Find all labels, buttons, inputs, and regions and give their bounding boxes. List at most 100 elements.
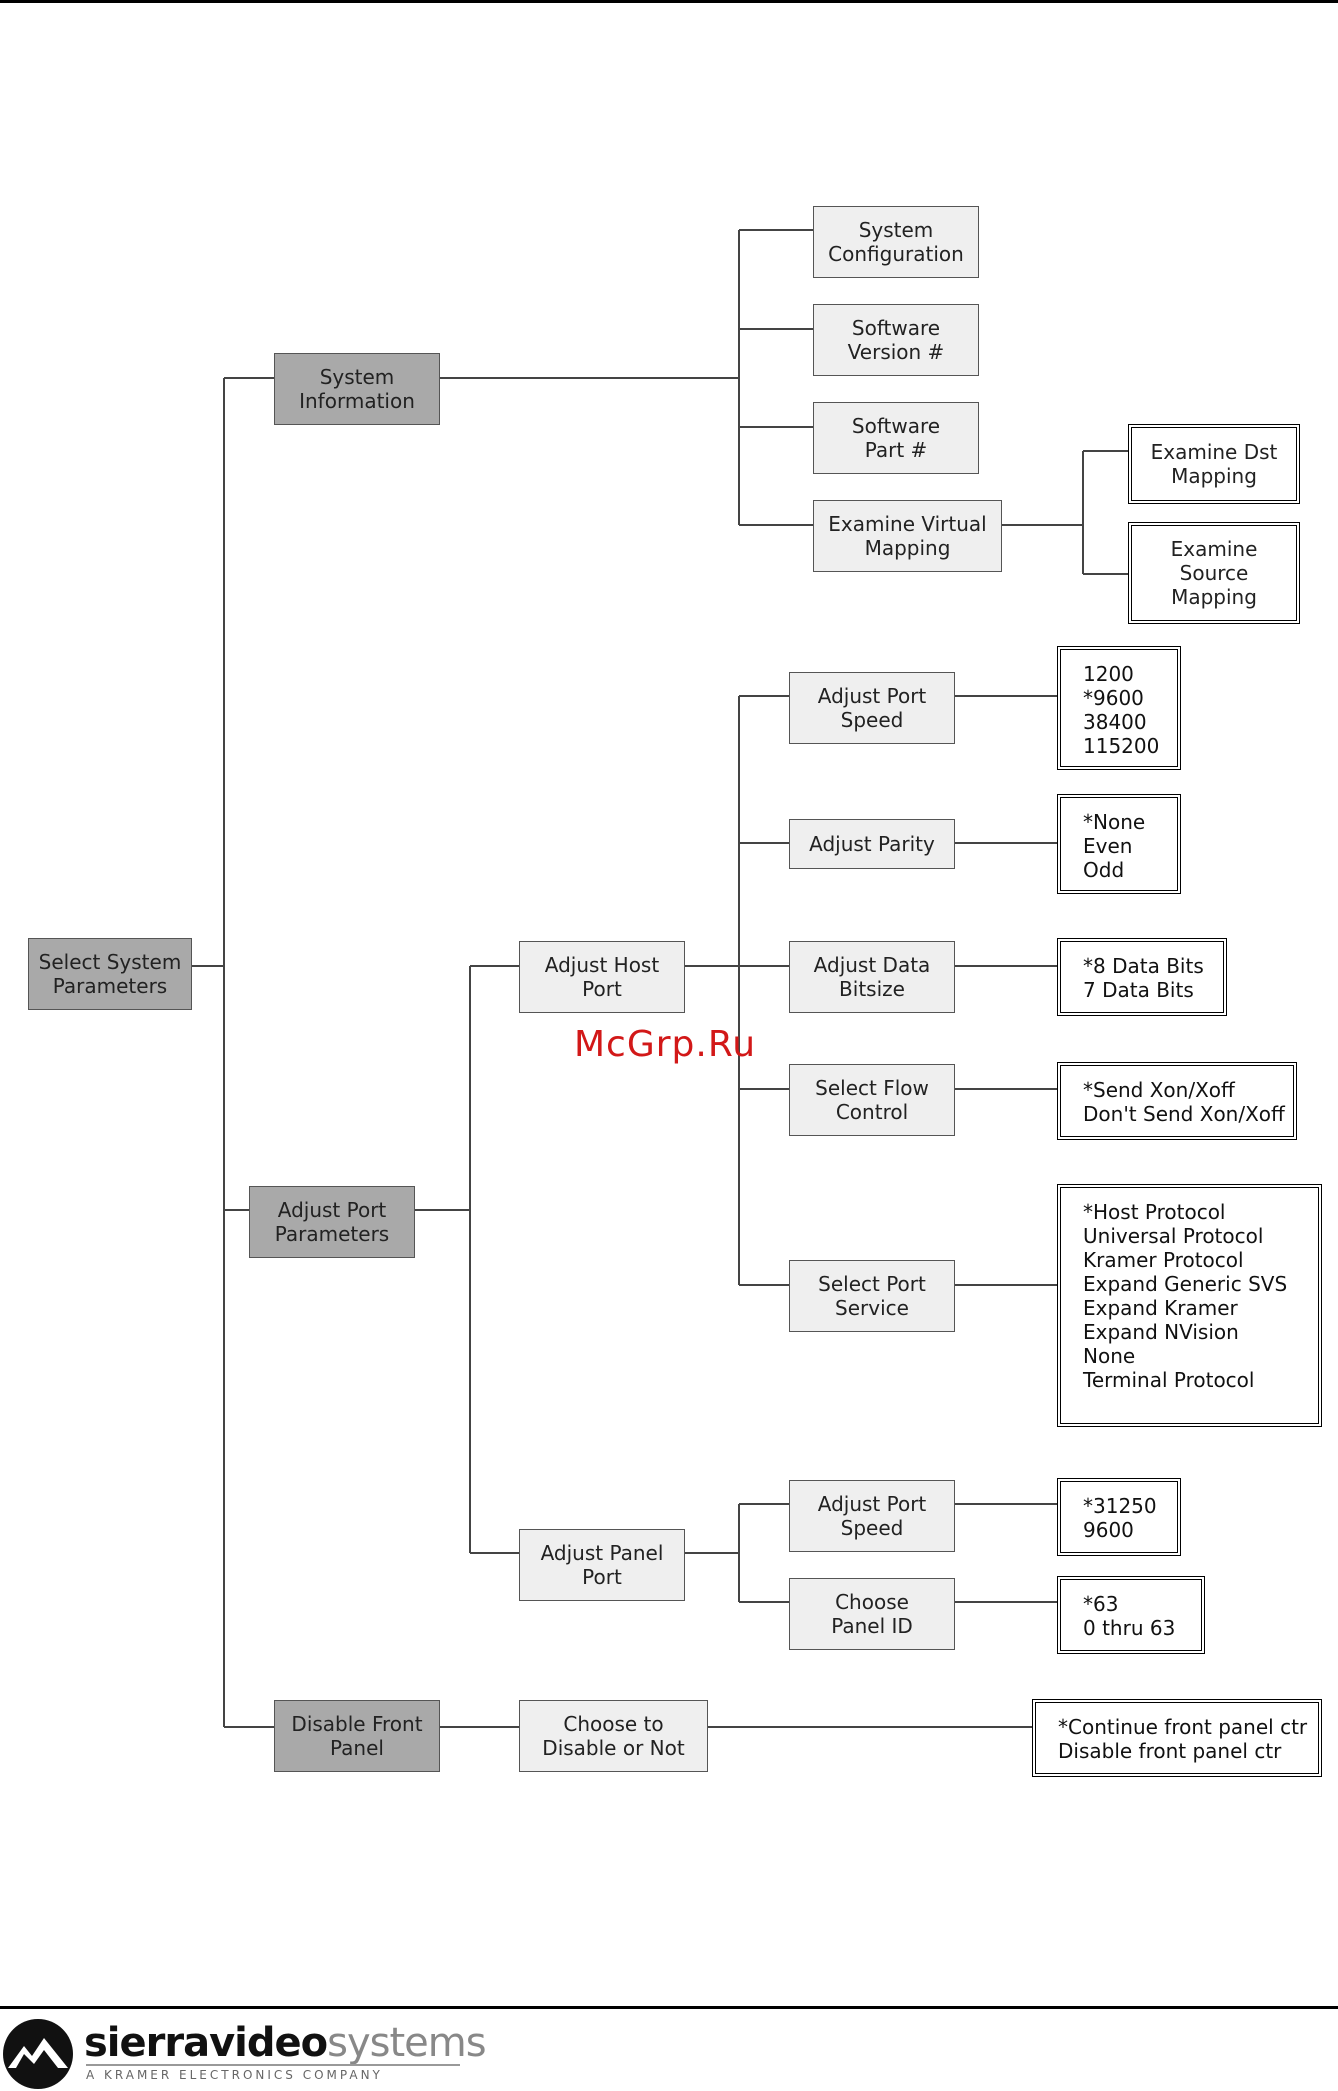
node-system-configuration: System Configuration [813, 206, 979, 278]
node-select-flow-control: Select Flow Control [789, 1064, 955, 1136]
brand-bold: sierravideo [84, 2020, 328, 2066]
options-front-panel: *Continue front panel ctr Disable front … [1032, 1699, 1322, 1777]
node-label: Source [1179, 561, 1249, 585]
node-label: Parameters [274, 1222, 390, 1246]
options-panel-id: *63 0 thru 63 [1057, 1576, 1205, 1654]
node-label: Mapping [864, 536, 951, 560]
node-label: Software [851, 316, 941, 340]
node-adjust-panel-port: Adjust Panel Port [519, 1529, 685, 1601]
option-item: *8 Data Bits [1083, 954, 1204, 978]
node-adjust-parity: Adjust Parity [789, 819, 955, 869]
node-software-part: Software Part # [813, 402, 979, 474]
brand-wordmark: sierravideosystems [84, 2020, 487, 2066]
node-label: Adjust Panel [540, 1541, 664, 1565]
node-label: Version # [847, 340, 945, 364]
option-item: 7 Data Bits [1083, 978, 1194, 1002]
node-adjust-host-port: Adjust Host Port [519, 941, 685, 1013]
option-item: Expand Generic SVS [1083, 1272, 1288, 1296]
node-label: Examine [1170, 537, 1258, 561]
option-item: *None [1083, 810, 1146, 834]
node-label: Service [835, 1296, 909, 1320]
node-label: Configuration [828, 242, 964, 266]
node-adjust-data-bitsize: Adjust Data Bitsize [789, 941, 955, 1013]
option-item: Kramer Protocol [1083, 1248, 1244, 1272]
node-choose-panel-id: Choose Panel ID [789, 1578, 955, 1650]
node-label: Disable Front [291, 1712, 423, 1736]
options-parity: *None Even Odd [1057, 794, 1181, 894]
option-item: Universal Protocol [1083, 1224, 1264, 1248]
option-item: Even [1083, 834, 1133, 858]
options-flow-control: *Send Xon/Xoff Don't Send Xon/Xoff [1057, 1062, 1297, 1140]
option-item: Disable front panel ctr [1058, 1739, 1282, 1763]
brand-rule [86, 2064, 460, 2066]
node-label: Port [582, 1565, 622, 1589]
brand-tagline: A KRAMER ELECTRONICS COMPANY [86, 2068, 383, 2082]
options-panel-port-speed: *31250 9600 [1057, 1478, 1181, 1556]
node-label: Disable or Not [542, 1736, 685, 1760]
node-label: Port [582, 977, 622, 1001]
node-label: Choose [835, 1590, 909, 1614]
node-label: Mapping [1171, 585, 1257, 609]
node-label: System [858, 218, 934, 242]
node-examine-dst-mapping: Examine Dst Mapping [1128, 424, 1300, 504]
option-item: Expand NVision [1083, 1320, 1239, 1344]
watermark-text: McGrp.Ru [574, 1024, 757, 1065]
node-label: Bitsize [839, 977, 905, 1001]
options-host-port-speed: 1200 *9600 38400 115200 [1057, 646, 1181, 770]
node-label: Speed [840, 1516, 904, 1540]
node-adjust-port-parameters: Adjust Port Parameters [249, 1186, 415, 1258]
option-item: Expand Kramer [1083, 1296, 1238, 1320]
node-label: Mapping [1171, 464, 1257, 488]
node-label: Adjust Port [817, 684, 927, 708]
node-host-adjust-port-speed: Adjust Port Speed [789, 672, 955, 744]
node-label: Select Port [818, 1272, 926, 1296]
node-label: Panel ID [831, 1614, 913, 1638]
mountain-logo-icon [3, 2019, 73, 2089]
node-label: Adjust Host [544, 953, 660, 977]
node-label: Panel [330, 1736, 384, 1760]
node-disable-front-panel: Disable Front Panel [274, 1700, 440, 1772]
node-label: Information [299, 389, 415, 413]
option-item: Terminal Protocol [1083, 1368, 1255, 1392]
node-label: Choose to [563, 1712, 664, 1736]
node-software-version: Software Version # [813, 304, 979, 376]
option-item: *9600 [1083, 686, 1144, 710]
option-item: 38400 [1083, 710, 1147, 734]
node-label: System [319, 365, 395, 389]
node-label: Select System [38, 950, 182, 974]
option-item: Odd [1083, 858, 1125, 882]
node-label: Examine Virtual [828, 512, 987, 536]
option-item: Don't Send Xon/Xoff [1083, 1102, 1285, 1126]
node-label: Adjust Port [277, 1198, 387, 1222]
option-item: 1200 [1083, 662, 1134, 686]
node-label: Software [851, 414, 941, 438]
node-label: Adjust Data [813, 953, 931, 977]
brand-light: systems [327, 2020, 486, 2066]
node-label: Adjust Port [817, 1492, 927, 1516]
node-examine-source-mapping: Examine Source Mapping [1128, 522, 1300, 624]
option-item: *Send Xon/Xoff [1083, 1078, 1235, 1102]
node-label: Parameters [52, 974, 168, 998]
node-panel-adjust-port-speed: Adjust Port Speed [789, 1480, 955, 1552]
node-select-port-service: Select Port Service [789, 1260, 955, 1332]
options-port-service: *Host Protocol Universal Protocol Kramer… [1057, 1184, 1322, 1427]
option-item: None [1083, 1344, 1136, 1368]
node-label: Speed [840, 708, 904, 732]
option-item: *63 [1083, 1592, 1119, 1616]
option-item: *Continue front panel ctr [1058, 1715, 1308, 1739]
node-system-information: System Information [274, 353, 440, 425]
connector-lines [192, 229, 1128, 1728]
top-rule [0, 0, 1338, 3]
node-label: Examine Dst [1150, 440, 1278, 464]
node-examine-virtual-mapping: Examine Virtual Mapping [813, 500, 1002, 572]
option-item: *Host Protocol [1083, 1200, 1226, 1224]
options-data-bits: *8 Data Bits 7 Data Bits [1057, 938, 1227, 1016]
node-label: Part # [864, 438, 928, 462]
node-select-system-parameters: Select System Parameters [28, 938, 192, 1010]
option-item: 115200 [1083, 734, 1160, 758]
node-label: Select Flow [815, 1076, 929, 1100]
option-item: *31250 [1083, 1494, 1157, 1518]
node-label: Control [835, 1100, 909, 1124]
node-label: Adjust Parity [809, 832, 935, 856]
option-item: 9600 [1083, 1518, 1134, 1542]
